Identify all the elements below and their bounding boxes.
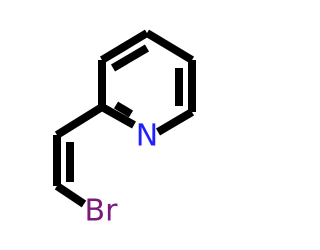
bond-n1-c2 <box>100 103 136 129</box>
bond-c3-c4-inner <box>110 44 150 72</box>
bond-c4-c5 <box>144 29 195 64</box>
bond-n1-c2-inner <box>113 101 134 118</box>
bond-c3-c4 <box>99 29 150 64</box>
bond-c2-vinyl <box>54 103 105 139</box>
bromine-atom-label: Br <box>85 194 119 229</box>
bond-vinyl-br <box>54 182 87 208</box>
structure-canvas: N Br <box>53 29 196 229</box>
molecule-diagram: N Br <box>53 29 196 229</box>
bond-c6-n1 <box>155 108 195 136</box>
nitrogen-atom-label: N <box>136 119 158 154</box>
